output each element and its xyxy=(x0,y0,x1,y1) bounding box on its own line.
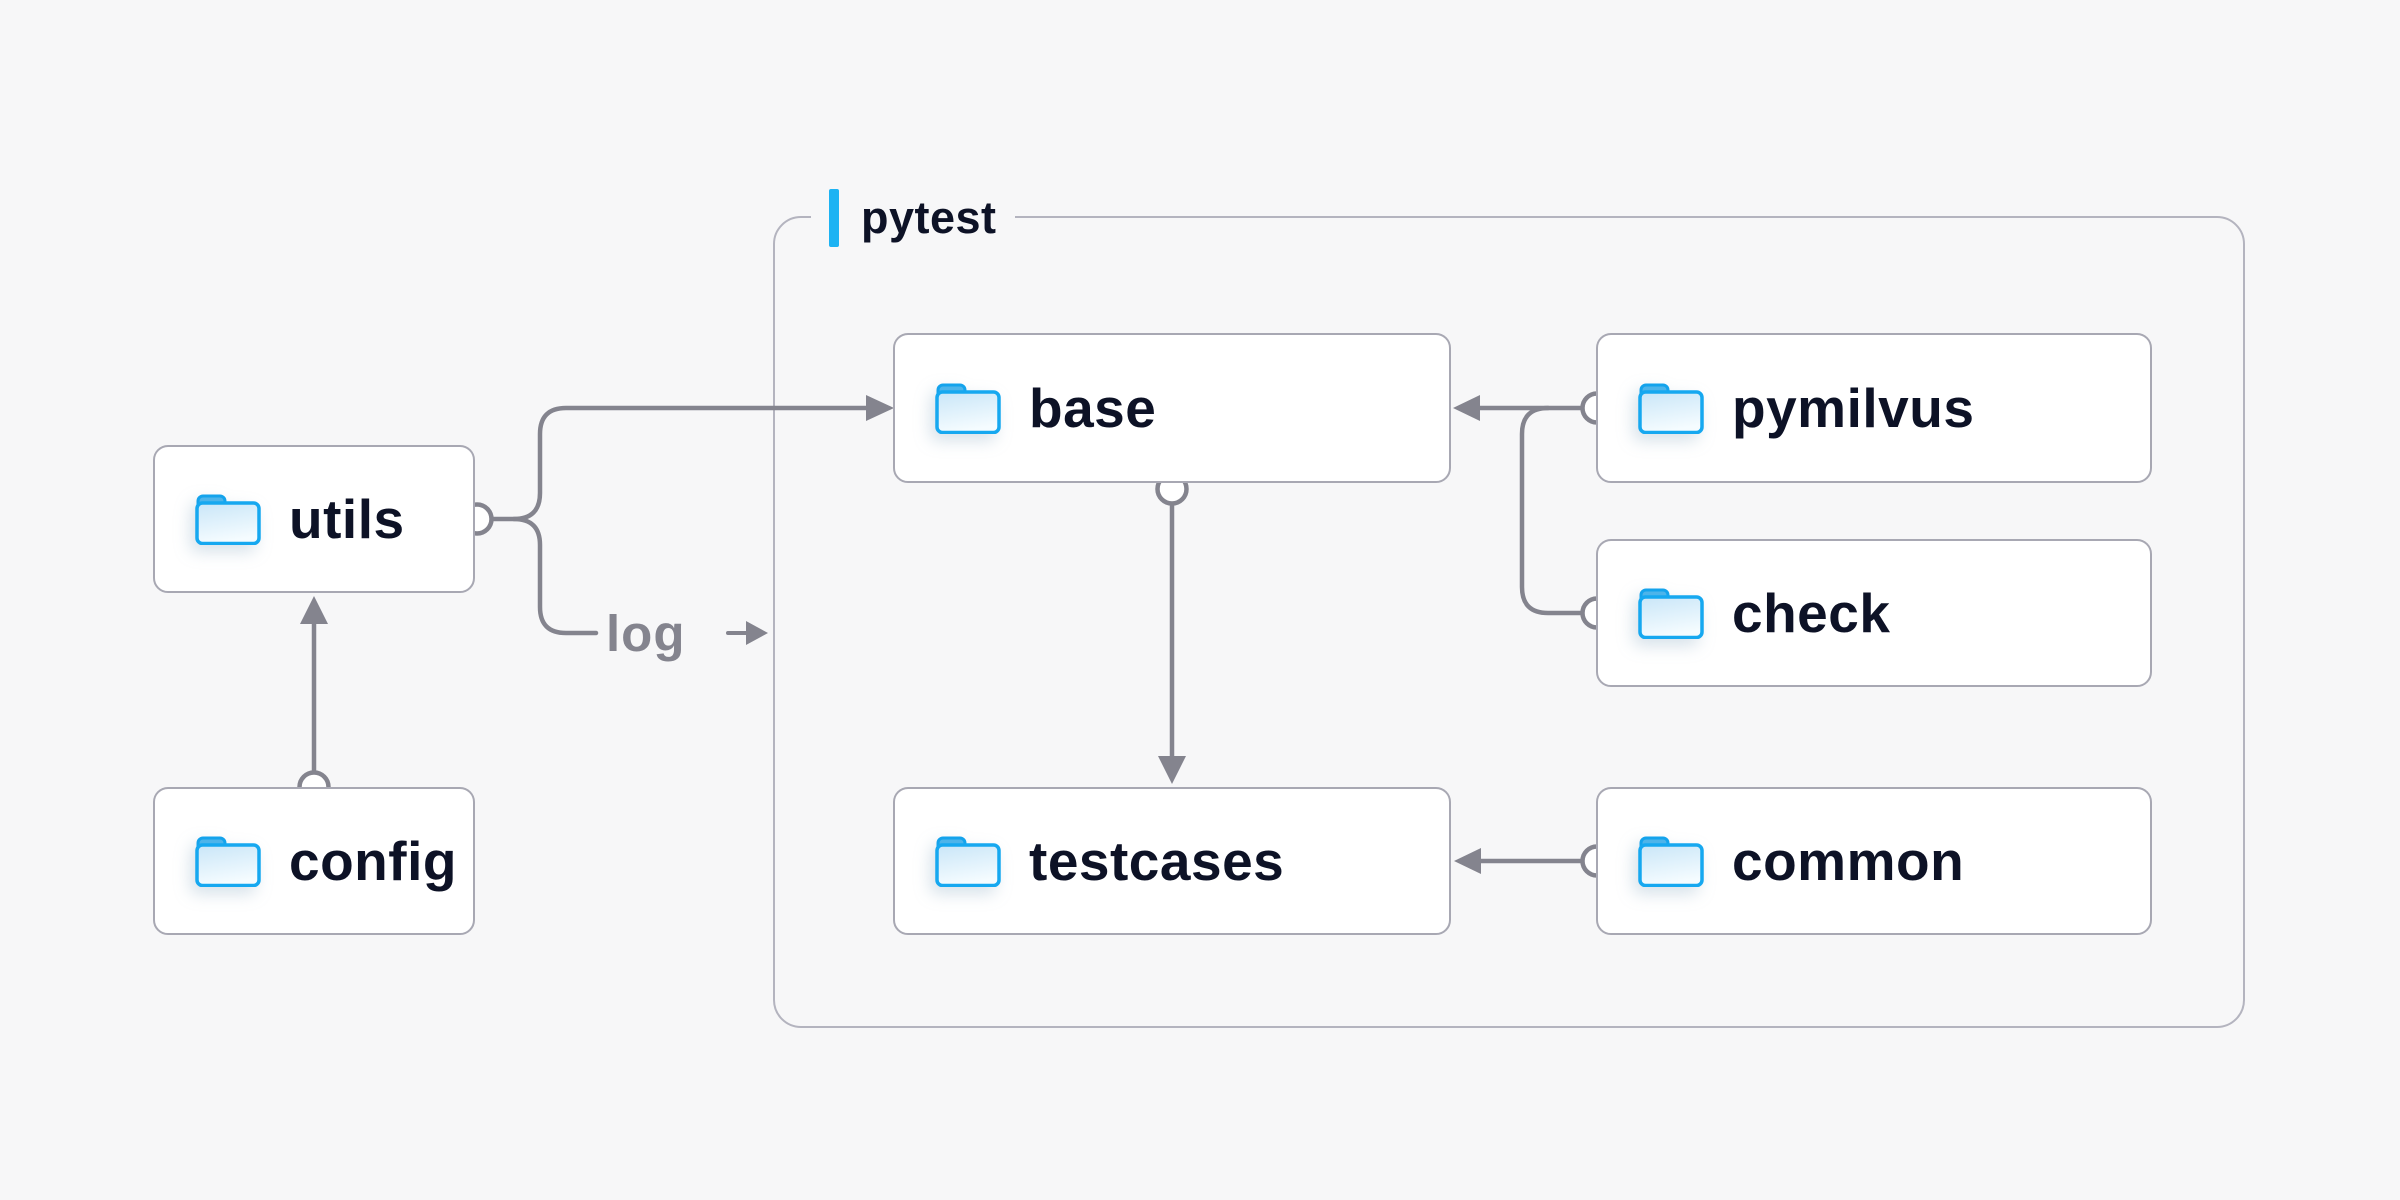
folder-icon xyxy=(935,382,1001,434)
node-base: base xyxy=(893,333,1451,483)
node-testcases: testcases xyxy=(893,787,1451,935)
node-common: common xyxy=(1596,787,2152,935)
folder-icon xyxy=(195,835,261,887)
folder-icon xyxy=(195,493,261,545)
folder-icon xyxy=(1638,835,1704,887)
log-arrow-icon xyxy=(746,621,768,645)
node-utils-label: utils xyxy=(289,488,405,550)
node-pymilvus-label: pymilvus xyxy=(1732,377,1975,439)
folder-icon xyxy=(1638,382,1704,434)
node-pymilvus: pymilvus xyxy=(1596,333,2152,483)
folder-icon xyxy=(935,835,1001,887)
arrowhead-icon xyxy=(300,596,328,624)
node-config: config xyxy=(153,787,475,935)
pytest-group-label: pytest xyxy=(811,187,1015,249)
node-check-label: check xyxy=(1732,582,1891,644)
node-config-label: config xyxy=(289,830,457,892)
node-base-label: base xyxy=(1029,377,1157,439)
log-edge-label: log xyxy=(606,605,686,662)
node-common-label: common xyxy=(1732,830,1965,892)
accent-bar xyxy=(829,189,839,247)
node-utils: utils xyxy=(153,445,475,593)
pytest-group-label-text: pytest xyxy=(861,192,997,243)
pytest-group-container: pytest xyxy=(773,187,2245,1028)
node-testcases-label: testcases xyxy=(1029,830,1285,892)
edge-config-to-utils xyxy=(300,596,328,775)
node-check: check xyxy=(1596,539,2152,687)
folder-icon xyxy=(1638,587,1704,639)
